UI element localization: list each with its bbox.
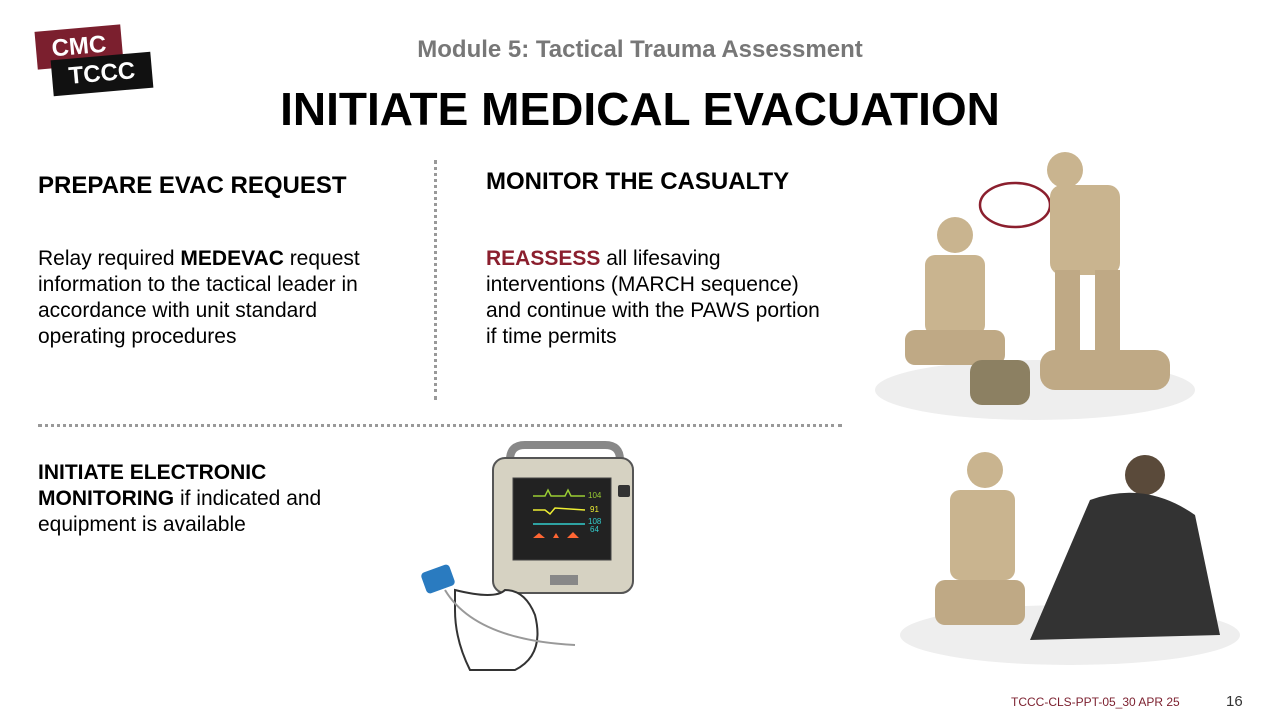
bp-dia-value: 64 xyxy=(590,525,599,534)
monitor-heading: MONITOR THE CASUALTY xyxy=(486,168,790,195)
electronic-text-bold: INITIATE ELECTRONIC MONITORING xyxy=(38,461,267,510)
patient-monitor-illustration: 104 91 108 64 xyxy=(421,441,634,671)
electronic-text: INITIATE ELECTRONIC MONITORING if indica… xyxy=(38,460,368,538)
hr-value: 104 xyxy=(588,491,602,500)
module-subtitle: Module 5: Tactical Trauma Assessment xyxy=(417,36,863,63)
page-title: INITIATE MEDICAL EVACUATION xyxy=(280,83,1000,135)
evac-heading: PREPARE EVAC REQUEST xyxy=(38,172,347,199)
spo2-value: 91 xyxy=(590,505,599,514)
electronic-text-post: if indicated and equipment is available xyxy=(38,487,322,536)
soldiers-evac-illustration xyxy=(875,152,1195,420)
bp-sys-value: 108 xyxy=(588,517,602,526)
evac-text-pre: Relay required xyxy=(38,247,181,270)
speech-bubble-icon xyxy=(978,181,1052,229)
evac-text-post: request information to the tactical lead… xyxy=(38,247,360,348)
reassess-text: REASSESS xyxy=(486,247,601,270)
monitor-text: REASSESS all lifesaving interventions (M… xyxy=(486,246,836,350)
monitor-text-post: all lifesaving interventions (MARCH sequ… xyxy=(486,247,820,348)
evac-text-bold: MEDEVAC xyxy=(180,247,284,270)
page-number: 16 xyxy=(1226,693,1243,710)
evac-text: Relay required MEDEVAC request informati… xyxy=(38,246,368,350)
vertical-divider xyxy=(434,160,437,400)
document-id: TCCC-CLS-PPT-05_30 APR 25 xyxy=(1011,695,1180,709)
horizontal-divider xyxy=(38,424,842,427)
soldier-blanket-illustration xyxy=(900,452,1240,665)
